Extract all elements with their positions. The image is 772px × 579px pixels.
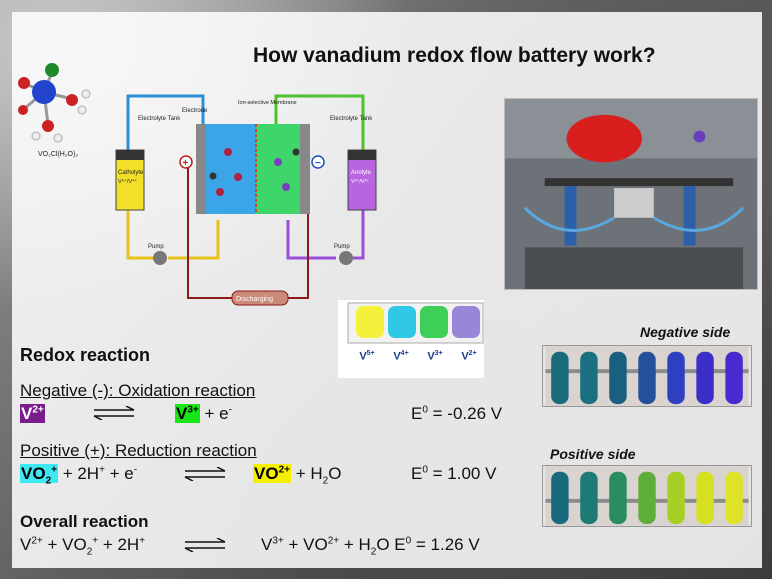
vial-v5 [356, 306, 384, 338]
right-tank-label: Electrolyte Tank [330, 116, 373, 122]
molecule-label: VO₂Cl(H₂O)₂ [38, 151, 78, 158]
positive-products: VO2+ + H2O [253, 464, 342, 487]
negative-side-label: Negative side [640, 324, 731, 340]
left-pump-label: Pump [148, 244, 164, 250]
test-tube [725, 351, 743, 405]
positive-potential: E0 = 1.00 V [411, 464, 497, 483]
anolyte-label: Anolyte [351, 170, 372, 176]
right-pump-label: Pump [334, 244, 350, 250]
electrode-label: Electrode [182, 108, 208, 114]
positive-side-tubes-photo [542, 465, 752, 527]
svg-text:−: − [315, 158, 321, 169]
slide-title: How vanadium redox flow battery work? [253, 44, 656, 67]
test-tube [667, 351, 685, 405]
negative-product: V3+ + e- [175, 404, 232, 423]
overall-title: Overall reaction [20, 512, 149, 531]
test-tube [551, 471, 569, 525]
test-tube [638, 471, 656, 525]
positive-side-label: Positive side [550, 446, 636, 462]
positive-reactants: VO2+ + 2H+ + e- [20, 464, 138, 487]
test-tube [580, 351, 598, 405]
vial-v3 [420, 306, 448, 338]
anolyte-ions: V³⁺/V²⁺ [351, 178, 369, 185]
vanadium-vials-image [338, 300, 484, 378]
vial-label: V5+ [359, 350, 375, 363]
equilibrium-arrow-overall [184, 538, 226, 552]
svg-text:+: + [183, 158, 189, 169]
test-tube [696, 351, 714, 405]
negative-reactant: V2+ [20, 404, 45, 423]
vial-v4 [388, 306, 416, 338]
equilibrium-arrow-negative [93, 406, 135, 420]
test-tube [638, 351, 656, 405]
vial-label: V4+ [393, 350, 409, 363]
vial-label: V3+ [427, 350, 443, 363]
discharging-label: Discharging [236, 296, 273, 303]
vial-labels: V5+ V4+ V3+ V2+ [350, 350, 486, 363]
catholyte-ions: V⁵⁺/V⁴⁺ [118, 178, 137, 185]
overall-products: V3+ + VO2+ + H2O E0 = 1.26 V [261, 535, 480, 558]
catholyte-label: Catholyte [118, 170, 144, 176]
negative-title: Negative (-): Oxidation reaction [20, 381, 256, 400]
membrane-label: Ion-selective Membrane [238, 100, 297, 106]
equilibrium-arrow-positive [184, 467, 226, 481]
test-tube [667, 471, 685, 525]
vial-label: V2+ [461, 350, 477, 363]
vial-v2 [452, 306, 480, 338]
overall-reactants: V2+ + VO2+ + 2H+ [20, 535, 146, 558]
test-tube [580, 471, 598, 525]
vanadium-molecule-image: VO₂Cl(H₂O)₂ [18, 63, 91, 158]
test-tube [696, 471, 714, 525]
negative-side-tubes-photo [542, 345, 752, 407]
test-tube [551, 351, 569, 405]
redox-heading: Redox reaction [20, 345, 151, 365]
negative-potential: E0 = -0.26 V [411, 404, 503, 423]
test-tube [725, 471, 743, 525]
left-tank-label: Electrolyte Tank [138, 116, 181, 122]
positive-title: Positive (+): Reduction reaction [20, 441, 257, 460]
flow-battery-diagram: + − Discharging Electrolyte Tank Electro… [115, 94, 377, 306]
test-tube [609, 351, 627, 405]
lab-setup-photo [504, 98, 758, 290]
test-tube [609, 471, 627, 525]
